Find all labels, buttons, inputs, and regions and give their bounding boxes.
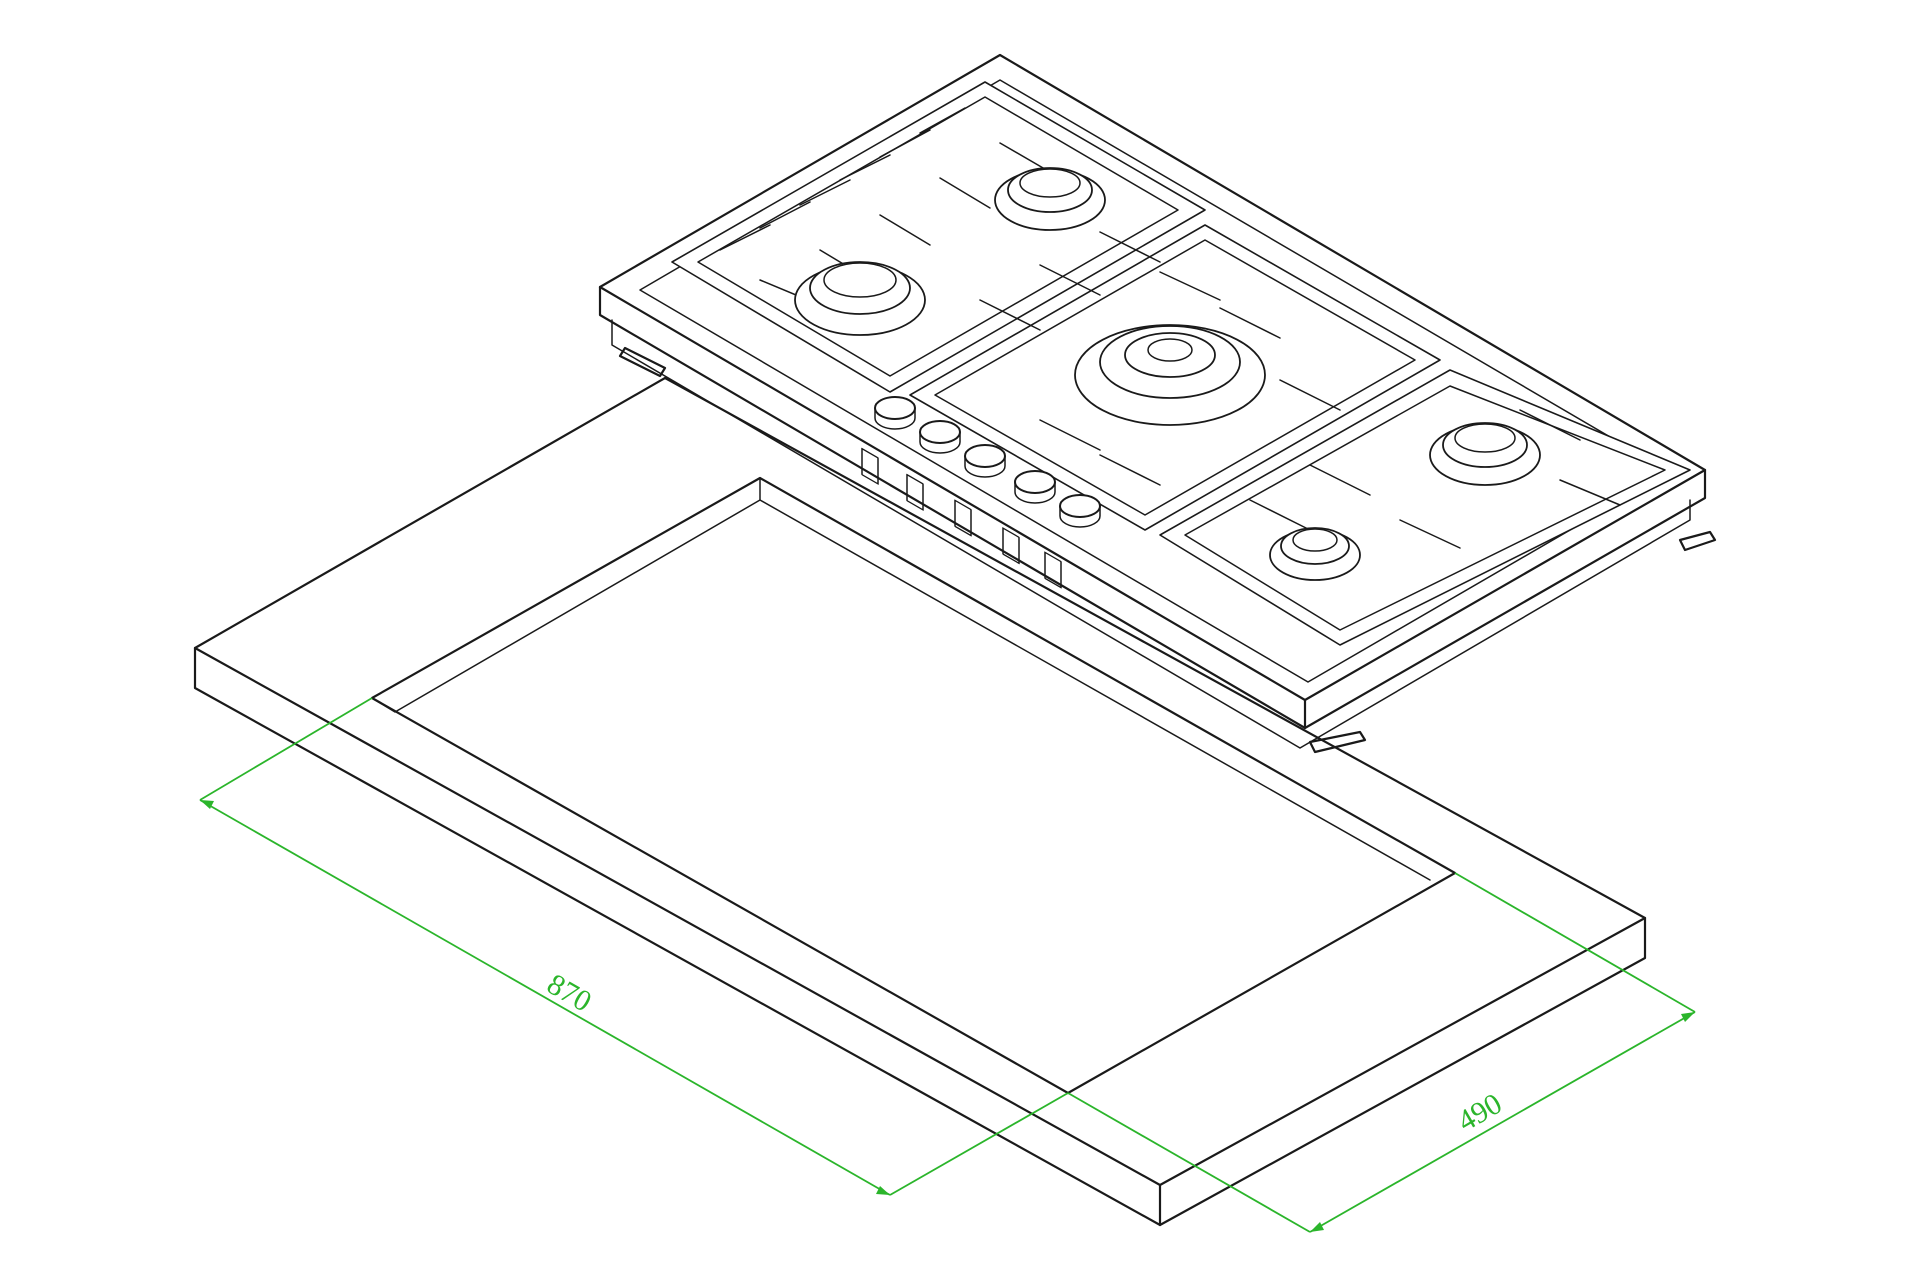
control-knob-icon (1014, 470, 1056, 504)
cutout-inner-depth (371, 499, 1431, 881)
control-knob-icon (919, 420, 961, 454)
dimension-490: 490 (1067, 872, 1696, 1233)
dimension-label-870: 870 (542, 967, 597, 1018)
control-knob-icon (964, 444, 1006, 478)
hob-right-side (1303, 468, 1707, 730)
countertop-right-edge (1158, 916, 1647, 1227)
switch-panel (861, 447, 1062, 589)
countertop (193, 376, 1647, 1227)
control-knob-icon (1059, 494, 1101, 528)
hob-front-side (598, 285, 1307, 730)
gas-hob (598, 53, 1717, 754)
countertop-front-edge (193, 646, 1162, 1227)
burner-icon (1269, 527, 1361, 581)
hob-clamp-left (618, 346, 667, 378)
dimension-870: 870 (199, 697, 1069, 1196)
dimension-label-490: 490 (1452, 1087, 1507, 1138)
hob-underside (611, 319, 1691, 749)
burner-icon (1429, 422, 1541, 486)
control-knob-icon (874, 396, 916, 430)
burner-icon (994, 167, 1106, 231)
burner-icon (794, 261, 926, 336)
hob-clamp-front (1308, 730, 1367, 754)
burners (794, 167, 1541, 581)
hob-clamp-right (1678, 530, 1717, 552)
control-knobs (874, 396, 1101, 528)
burner-icon (1074, 324, 1266, 426)
